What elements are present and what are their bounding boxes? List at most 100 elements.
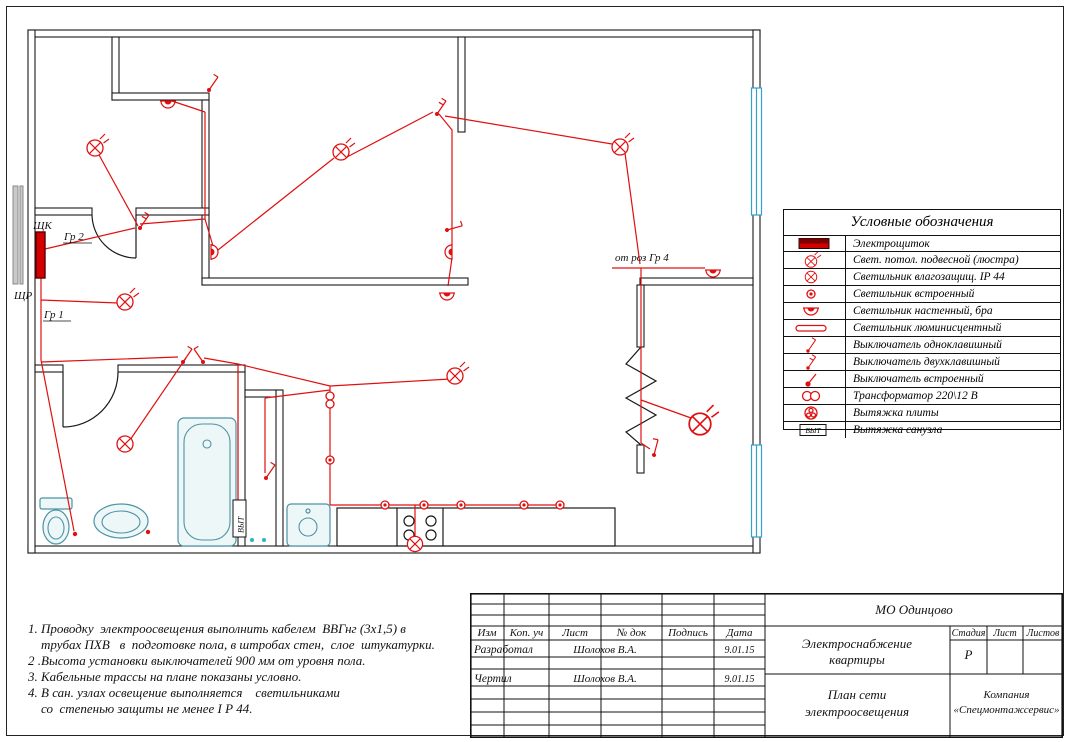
col-ndok: № док [616, 627, 647, 639]
sheets-col-label: Листов [1026, 628, 1060, 639]
fixtures [39, 417, 616, 547]
note-line: 4. В сан. узлах освещение выполняется св… [28, 685, 340, 700]
switch-1key-icon [443, 216, 465, 238]
electrical-symbols: ВЫТ [35, 73, 722, 553]
plan-labels: ЩК ЩР Гр 2 Гр 1 от роз Гр 4 [13, 220, 669, 322]
switch-1key-icon [206, 73, 219, 93]
stage-value: Р [964, 647, 973, 662]
vent-dot [250, 538, 254, 542]
sheet-border [6, 6, 1064, 736]
panel-icon [798, 238, 829, 249]
recessed-light-icon [419, 500, 429, 510]
wall-sconce-icon [801, 307, 820, 316]
project-title-line1: Электроснабжение [802, 636, 912, 651]
legend-title: Условные обозначения [784, 210, 1060, 236]
ceiling-light-icon [87, 134, 109, 156]
legend-label: Светильник встроенный [853, 288, 975, 300]
damp-proof-light-icon [804, 270, 817, 284]
switch-recessed-icon [804, 373, 816, 387]
legend-row: Выключатель встроенный [784, 371, 1060, 388]
legend-row: Электрощиток [784, 236, 1060, 252]
wall-sconce-icon [438, 292, 456, 301]
legend-row: Трансформатор 220\12 В [784, 388, 1060, 405]
recessed-light-icon [519, 500, 529, 510]
sheet-col-label: Лист [992, 628, 1016, 639]
toilet [39, 497, 73, 545]
transformer-icon [325, 391, 335, 409]
legend-row: Вытяжка плиты [784, 405, 1060, 422]
sheet-title-line2: электроосвещения [805, 704, 909, 719]
kitchen-counter [336, 507, 616, 547]
junction-dot [145, 529, 151, 535]
bathroom-vent-box: ВЫТ [232, 499, 247, 538]
doors [62, 214, 658, 446]
legend-label: Вытяжка санузла [853, 424, 943, 436]
legend-row: Светильник настенный, бра [784, 303, 1060, 320]
legend-label: Вытяжка плиты [853, 407, 939, 419]
floor-plan: ВЫТ ЩК ЩР Гр 2 Гр 1 от роз Гр 4 [12, 29, 763, 554]
chandelier-icon [785, 252, 845, 268]
wall-sconce-icon [444, 243, 453, 261]
ceiling-light-icon [117, 288, 139, 310]
legend-row: Светильник встроенный [784, 286, 1060, 303]
note-line: 1. Проводку электроосвещения выполнить к… [28, 621, 406, 636]
ceiling-light-icon [333, 138, 355, 160]
legend-row: Светильник люминисцентный [784, 320, 1060, 337]
role-drawn: Чертил [474, 673, 512, 685]
stove-hood-icon [406, 535, 424, 553]
fluorescent-light-icon [794, 324, 827, 332]
role-developed: Разработал [473, 644, 533, 656]
vent-dot [262, 538, 266, 542]
switch-1key-icon [646, 436, 664, 459]
kitchen-sink [286, 503, 331, 547]
folding-door [624, 346, 658, 446]
legend-label: Выключатель двухклавишный [853, 356, 1000, 368]
entry-door-frame [12, 185, 24, 285]
socket-group4-label: от роз Гр 4 [615, 252, 669, 264]
chandelier-icon [689, 405, 719, 435]
stove-hood-icon [803, 406, 818, 420]
walls [27, 29, 761, 554]
group2-label: Гр 2 [63, 231, 84, 243]
legend-label: Трансформатор 220\12 В [853, 390, 978, 402]
region-label: МО Одинцово [874, 602, 953, 617]
stove [403, 515, 437, 541]
notes-block: 1. Проводку электроосвещения выполнить к… [28, 621, 488, 717]
wall-sconce-icon [210, 243, 219, 261]
switch-2key-icon [785, 354, 845, 370]
recessed-light-icon [380, 500, 390, 510]
distribution-panel [35, 231, 46, 279]
ceiling-light-icon [447, 362, 469, 384]
legend-row: Светильник влагозащищ. IP 44 [784, 269, 1060, 286]
legend-panel: Условные обозначения Электрощиток Свет. … [783, 209, 1061, 438]
col-list: Лист [561, 627, 588, 639]
recessed-light-icon [325, 455, 335, 465]
windows [750, 87, 763, 538]
developer-name: Шолохов В.А. [572, 644, 636, 656]
note-line: 3. Кабельные трассы на плане показаны ус… [28, 669, 302, 684]
drawn-name: Шолохов В.А. [572, 673, 636, 685]
legend-label: Выключатель одноклавишный [853, 339, 1002, 351]
drawn-date: 9.01.15 [725, 674, 755, 685]
wall-sconce-icon [704, 269, 722, 278]
junction-dot [72, 531, 78, 537]
svg-text:ВЫТ: ВЫТ [805, 426, 821, 435]
ceiling-light-icon [612, 133, 634, 155]
recessed-light-icon [555, 500, 565, 510]
legend-label: Выключатель встроенный [853, 373, 984, 385]
company-line1: Компания [982, 689, 1029, 701]
legend-label: Светильник настенный, бра [853, 305, 993, 317]
legend-label: Свет. потол. подвесной (люстра) [853, 254, 1019, 266]
col-kop: Коп. уч [509, 627, 544, 639]
panel-label-schk: ЩК [32, 220, 52, 232]
sheet-title-line1: План сети [827, 687, 887, 702]
switch-1key-icon [193, 345, 206, 365]
bathroom-vent-icon: ВЫТ [799, 424, 826, 436]
col-podpis: Подпись [667, 627, 708, 639]
company-line2: «Спецмонтажсервис» [953, 704, 1059, 716]
legend-label: Электрощиток [853, 237, 930, 250]
developed-date: 9.01.15 [725, 645, 755, 656]
vent-box-label: ВЫТ [237, 516, 246, 533]
wiring-network [40, 100, 705, 537]
